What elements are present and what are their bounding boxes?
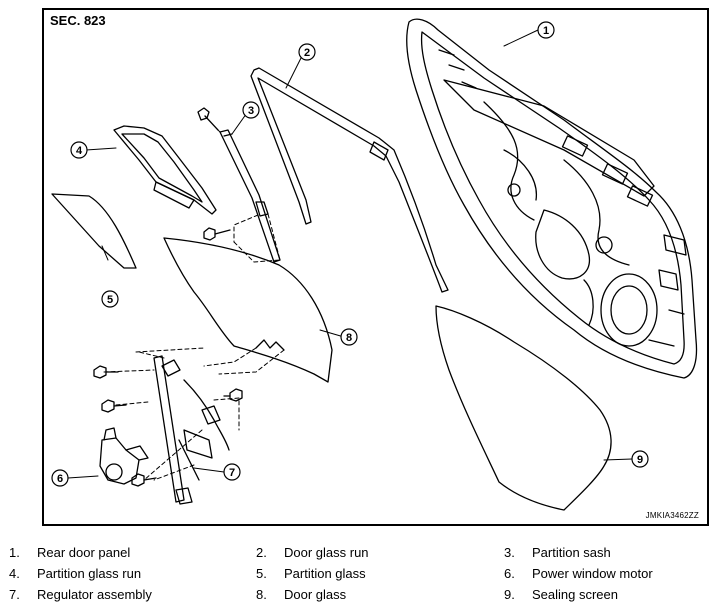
callout-8: 8 — [340, 328, 358, 346]
partition-sash-bolt — [203, 227, 231, 241]
svg-text:9: 9 — [637, 454, 643, 466]
svg-text:3: 3 — [248, 105, 254, 117]
power-window-motor-part — [99, 427, 149, 485]
callout-3: 3 — [242, 101, 260, 119]
callout-6: 6 — [51, 469, 69, 487]
callout-1: 1 — [537, 21, 555, 39]
legend-number: 5. — [256, 566, 267, 581]
legend-label: Rear door panel — [37, 545, 131, 560]
legend-label: Door glass run — [284, 545, 369, 560]
svg-text:1: 1 — [543, 25, 549, 37]
diagram-drawing: 1 2 3 4 5 6 7 — [51, 18, 698, 511]
svg-text:2: 2 — [304, 47, 310, 59]
legend-number: 4. — [9, 566, 20, 581]
legend-number: 9. — [504, 587, 515, 602]
svg-text:5: 5 — [107, 294, 113, 306]
svg-text:7: 7 — [229, 467, 235, 479]
partition-sash-guide-lines — [217, 129, 281, 263]
svg-text:4: 4 — [76, 145, 83, 157]
svg-text:8: 8 — [346, 332, 352, 344]
legend-label: Regulator assembly — [37, 587, 152, 602]
regulator-guide-lines — [103, 347, 285, 481]
legend-label: Partition glass — [284, 566, 366, 581]
regulator-bolts — [93, 365, 243, 487]
sealing-screen-part — [435, 305, 612, 511]
legend-label: Door glass — [284, 587, 347, 602]
callout-9: 9 — [631, 450, 649, 468]
legend-number: 8. — [256, 587, 267, 602]
door-glass-part — [163, 237, 333, 383]
partition-glass-part — [51, 193, 137, 269]
legend-number: 6. — [504, 566, 515, 581]
partition-glass-run-part — [113, 125, 217, 215]
callout-5: 5 — [101, 290, 119, 308]
partition-sash-part — [197, 107, 281, 263]
rear-door-panel-part — [406, 18, 698, 379]
leader-lines — [67, 29, 633, 479]
legend-label: Sealing screen — [532, 587, 618, 602]
legend-number: 7. — [9, 587, 20, 602]
callout-7: 7 — [223, 463, 241, 481]
section-label: SEC. 823 — [50, 13, 106, 28]
legend-number: 1. — [9, 545, 20, 560]
legend-number: 2. — [256, 545, 267, 560]
callout-4: 4 — [70, 141, 88, 159]
legend-label: Partition sash — [532, 545, 611, 560]
parts-legend: 1. Rear door panel 4. Partition glass ru… — [0, 540, 717, 610]
callout-2: 2 — [298, 43, 316, 61]
drawing-code: JMKIA3462ZZ — [645, 511, 699, 520]
legend-label: Partition glass run — [37, 566, 142, 581]
door-glass-run-part — [250, 67, 449, 293]
legend-number: 3. — [504, 545, 515, 560]
regulator-assembly-part — [153, 355, 230, 505]
svg-text:6: 6 — [57, 473, 63, 485]
parts-diagram: 1 2 3 4 5 6 7 — [42, 8, 709, 526]
callouts: 1 2 3 4 5 6 7 — [51, 21, 649, 487]
legend-label: Power window motor — [532, 566, 653, 581]
